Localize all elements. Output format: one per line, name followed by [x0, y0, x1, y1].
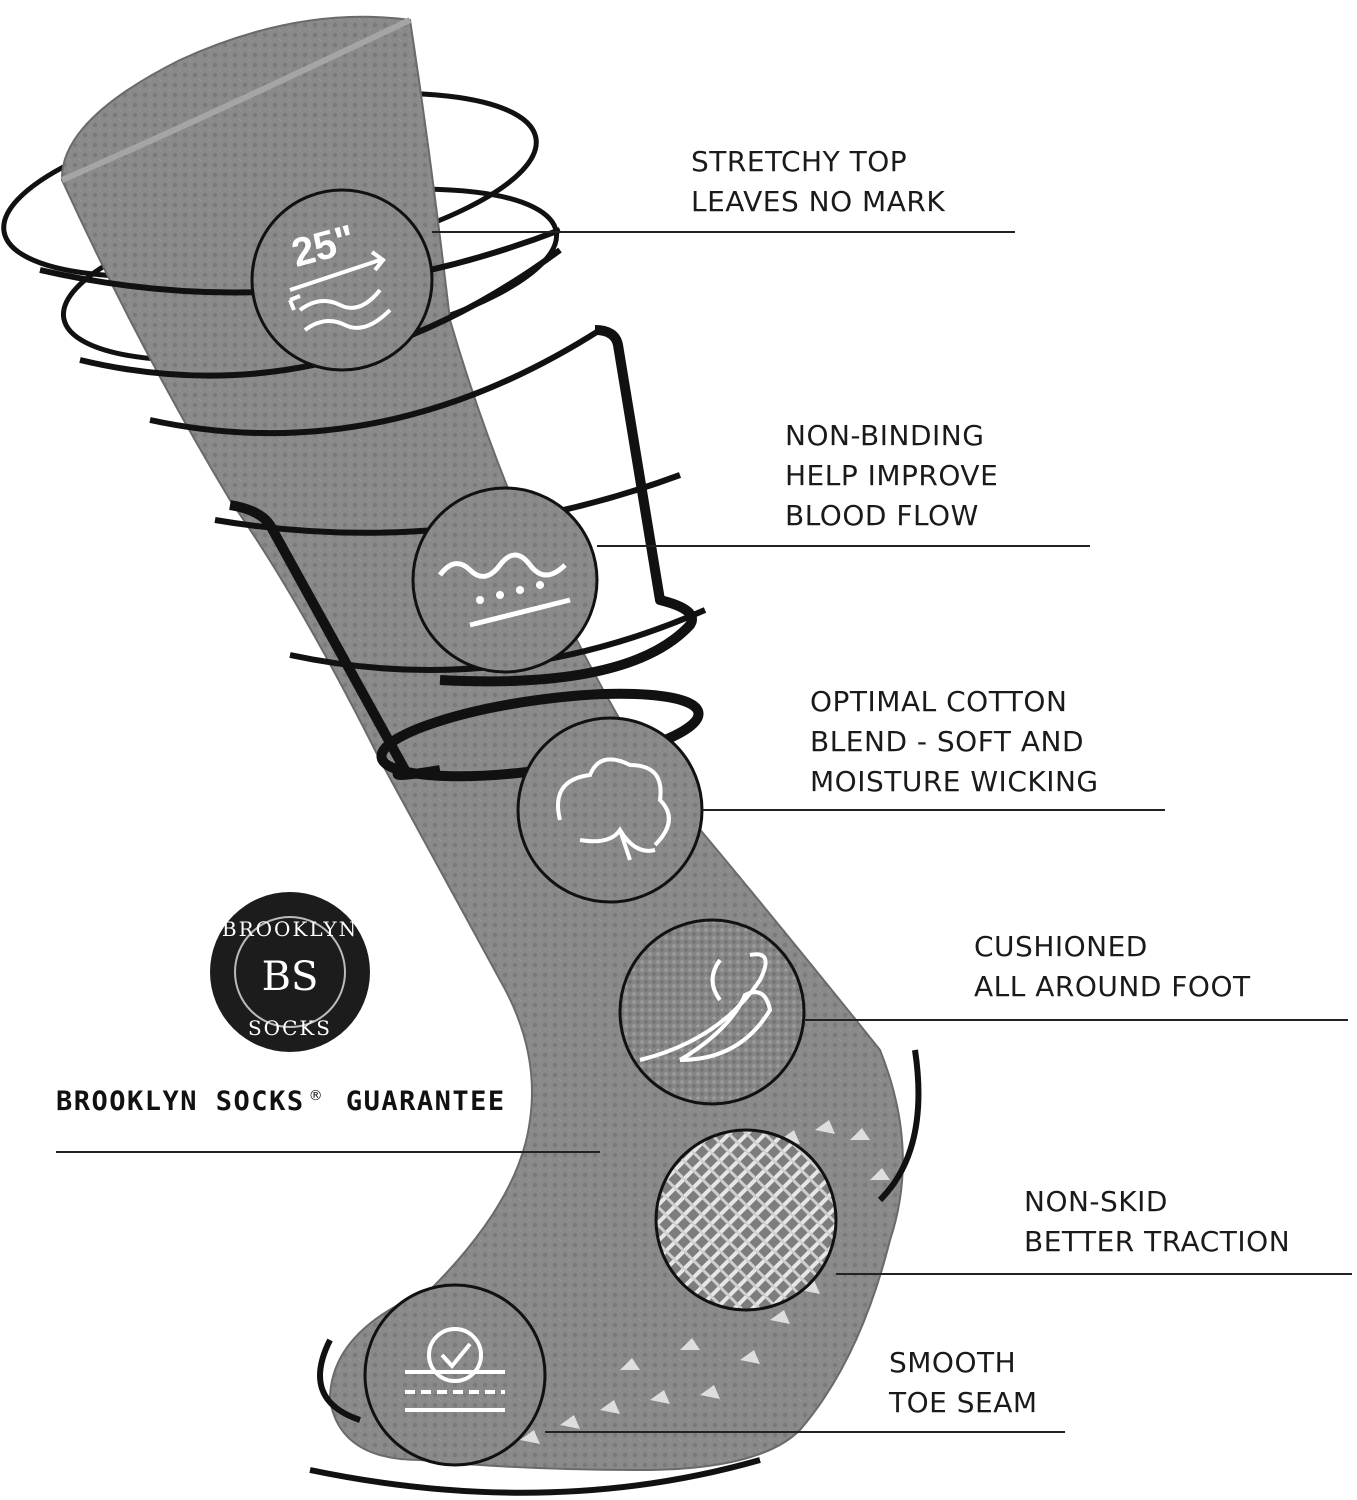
feature-line: BLEND - SOFT AND [810, 725, 1084, 758]
grip-pattern [520, 1120, 890, 1444]
feature-smooth-toe: SMOOTH TOE SEAM [889, 1343, 1038, 1423]
feature-line: STRETCHY TOP [691, 145, 908, 178]
leader-lines [56, 231, 1352, 1433]
svg-text:BROOKLYN: BROOKLYN [222, 917, 358, 941]
feature-line: MOISTURE WICKING [810, 765, 1099, 798]
compression-frame [229, 325, 704, 782]
feature-line: NON-BINDING [785, 419, 985, 452]
feature-line: ALL AROUND FOOT [974, 970, 1251, 1003]
feature-cotton-blend: OPTIMAL COTTON BLEND - SOFT AND MOISTURE… [810, 682, 1099, 802]
feature-line: HELP IMPROVE [785, 459, 999, 492]
non-binding-icon [411, 486, 599, 674]
registered-mark: ® [308, 1088, 325, 1104]
cotton-icon [516, 716, 704, 904]
guarantee-word: GUARANTEE [345, 1086, 506, 1117]
feature-line: CUSHIONED [974, 930, 1148, 963]
feature-line: LEAVES NO MARK [691, 185, 946, 218]
brand-guarantee: BROOKLYN SOCKS® GUARANTEE [56, 1086, 506, 1117]
svg-text:SOCKS: SOCKS [248, 1016, 332, 1040]
feature-line: BETTER TRACTION [1024, 1225, 1291, 1258]
stretch-icon: 25" [250, 188, 434, 372]
feature-stretchy-top: STRETCHY TOP LEAVES NO MARK [691, 142, 945, 222]
feature-non-binding: NON-BINDING HELP IMPROVE BLOOD FLOW [785, 416, 998, 536]
guarantee-brand: BROOKLYN SOCKS [56, 1086, 305, 1117]
feature-line: NON-SKID [1024, 1185, 1168, 1218]
grip-texture-icon [654, 1128, 838, 1312]
sock-body [60, 15, 904, 1472]
foot-loops [309, 1049, 922, 1496]
feature-line: OPTIMAL COTTON [810, 685, 1068, 718]
feature-line: BLOOD FLOW [785, 499, 979, 532]
feather-icon [618, 918, 806, 1106]
brand-logo: BROOKLYN BS SOCKS [210, 892, 370, 1052]
svg-text:BS: BS [262, 954, 319, 1000]
check-seam-icon [363, 1283, 547, 1467]
feature-cushioned: CUSHIONED ALL AROUND FOOT [974, 927, 1251, 1007]
feature-non-skid: NON-SKID BETTER TRACTION [1024, 1182, 1290, 1262]
feature-line: TOE SEAM [889, 1386, 1038, 1419]
feature-line: SMOOTH [889, 1346, 1017, 1379]
